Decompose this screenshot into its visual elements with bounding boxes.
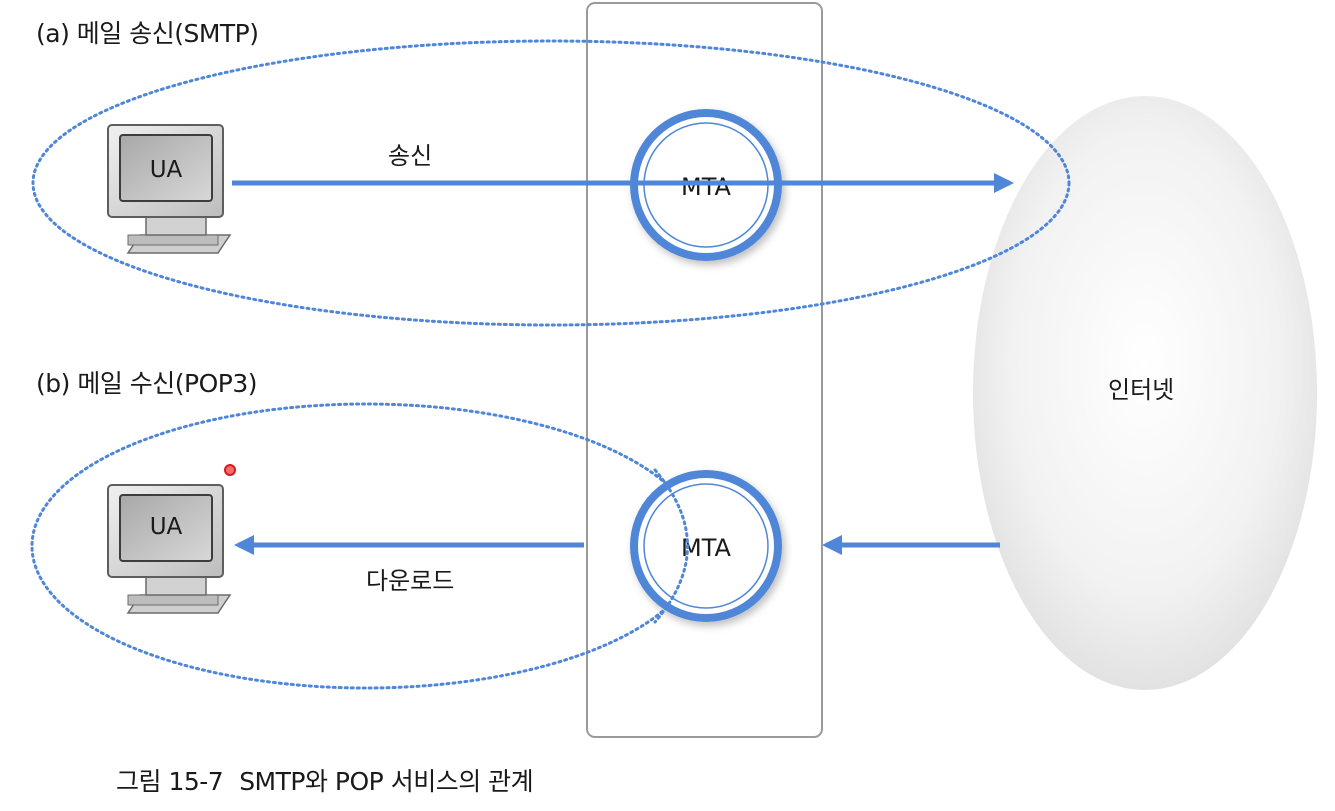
figure-caption-text: SMTP와 POP 서비스의 관계 (239, 767, 534, 796)
send-arrow-label: 송신 (388, 142, 433, 170)
section-b-title: (b) 메일 수신(POP3) (36, 369, 258, 398)
figure-number: 그림 15-7 (116, 767, 224, 796)
ua-computer-icon-bottom: UA (107, 484, 232, 614)
smtp-scope-ellipse (31, 39, 1071, 327)
internet-label: 인터넷 (1108, 376, 1175, 404)
download-arrow-label: 다운로드 (366, 567, 455, 595)
figure-caption: 그림 15-7 SMTP와 POP 서비스의 관계 (116, 762, 534, 798)
mta-label: MTA (681, 534, 732, 562)
mta-label: MTA (681, 173, 732, 201)
internet-cloud (973, 96, 1317, 690)
pop3-scope-ellipse-overlay (653, 468, 689, 624)
ua-label: UA (150, 157, 183, 183)
ua-label: UA (150, 514, 183, 540)
mta-server-box (586, 2, 823, 738)
mta-node-bottom: MTA (630, 470, 782, 622)
ua-computer-icon-top: UA (107, 124, 232, 254)
pointer-marker-icon (224, 464, 236, 476)
section-a-title: (a) 메일 송신(SMTP) (36, 19, 259, 48)
